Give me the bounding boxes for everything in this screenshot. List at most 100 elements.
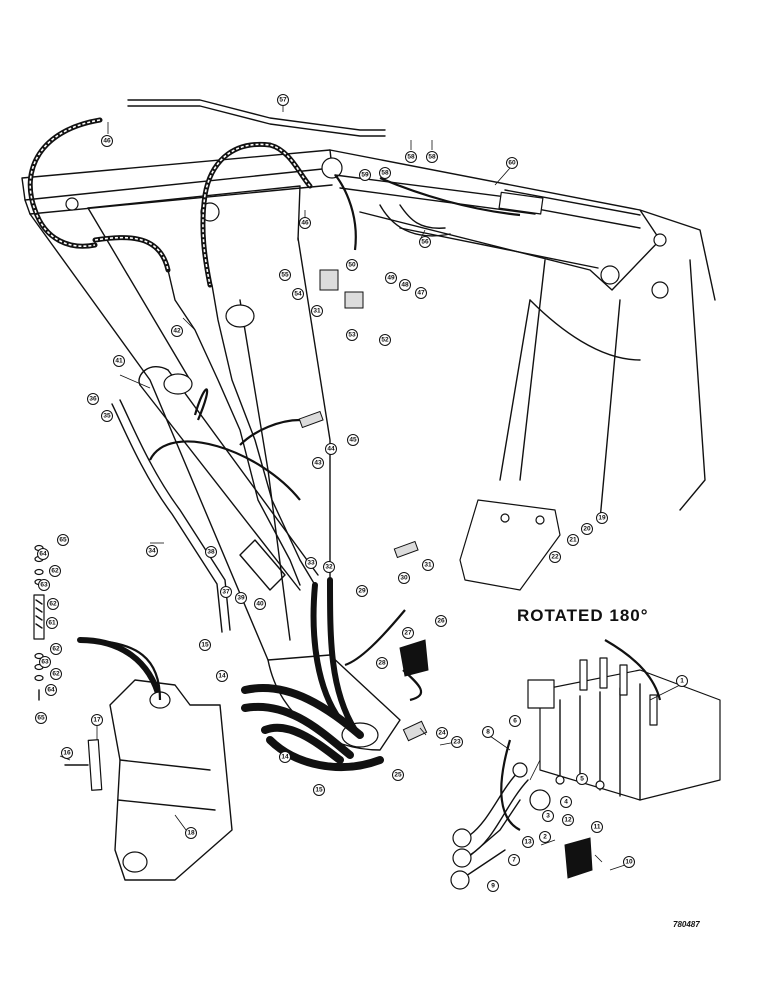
svg-text:62: 62 [49, 601, 57, 608]
svg-text:8: 8 [486, 729, 490, 736]
svg-text:13: 13 [524, 839, 532, 846]
tubes [111, 99, 451, 633]
callout-58c: 58 [426, 151, 438, 163]
svg-text:7: 7 [512, 857, 516, 864]
callout-8: 8 [482, 726, 494, 738]
callout-11: 11 [591, 821, 603, 833]
callout-33: 33 [305, 557, 317, 569]
callout-59: 59 [359, 169, 371, 181]
callout-21: 21 [567, 534, 579, 546]
svg-text:53: 53 [348, 332, 356, 339]
callout-63a: 63 [38, 579, 50, 591]
callout-62d: 62 [50, 668, 62, 680]
svg-text:38: 38 [207, 549, 215, 556]
callout-18: 18 [185, 827, 197, 839]
callout-61: 61 [46, 617, 58, 629]
callout-9: 9 [487, 880, 499, 892]
callout-41: 41 [113, 355, 125, 367]
svg-text:4: 4 [564, 799, 568, 806]
svg-text:46: 46 [103, 138, 111, 145]
callout-48: 48 [399, 279, 411, 291]
svg-text:31: 31 [313, 308, 321, 315]
svg-text:56: 56 [421, 239, 429, 246]
callout-50: 50 [346, 259, 358, 271]
callout-46b: 46 [299, 217, 311, 229]
svg-text:58: 58 [407, 154, 415, 161]
svg-text:17: 17 [93, 717, 101, 724]
callout-14b: 14 [279, 751, 291, 763]
callout-35: 35 [101, 410, 113, 422]
plate [298, 269, 561, 742]
callout-42: 42 [171, 325, 183, 337]
svg-text:46: 46 [301, 220, 309, 227]
svg-text:20: 20 [583, 526, 591, 533]
callout-38: 38 [205, 546, 217, 558]
svg-text:27: 27 [404, 630, 412, 637]
callout-58b: 58 [405, 151, 417, 163]
direction-arrows [79, 174, 662, 831]
svg-text:30: 30 [400, 575, 408, 582]
callout-29: 29 [356, 585, 368, 597]
svg-text:9: 9 [491, 883, 495, 890]
svg-text:19: 19 [598, 515, 606, 522]
svg-text:47: 47 [417, 290, 425, 297]
svg-text:24: 24 [438, 730, 446, 737]
svg-text:25: 25 [394, 772, 402, 779]
callout-23: 23 [451, 736, 463, 748]
callout-13: 13 [522, 836, 534, 848]
svg-text:16: 16 [63, 750, 71, 757]
callout-4: 4 [560, 796, 572, 808]
svg-text:14: 14 [218, 673, 226, 680]
callout-16: 16 [61, 747, 73, 759]
callout-46a: 46 [101, 135, 113, 147]
svg-text:6: 6 [513, 718, 517, 725]
callout-44: 44 [325, 443, 337, 455]
callout-22: 22 [549, 551, 561, 563]
callout-64b: 64 [45, 684, 57, 696]
svg-text:65: 65 [37, 715, 45, 722]
callout-62a: 62 [49, 565, 61, 577]
svg-text:33: 33 [307, 560, 315, 567]
svg-text:62: 62 [52, 671, 60, 678]
svg-text:35: 35 [103, 413, 111, 420]
svg-text:15: 15 [201, 642, 209, 649]
callout-54: 54 [292, 288, 304, 300]
svg-text:62: 62 [52, 646, 60, 653]
svg-text:48: 48 [401, 282, 409, 289]
svg-text:44: 44 [327, 446, 335, 453]
svg-text:11: 11 [594, 824, 601, 831]
svg-text:31: 31 [424, 562, 432, 569]
callout-37: 37 [220, 586, 232, 598]
callout-34: 34 [146, 545, 158, 557]
svg-text:29: 29 [358, 588, 366, 595]
callout-39: 39 [235, 592, 247, 604]
svg-text:60: 60 [508, 160, 516, 167]
svg-text:22: 22 [551, 554, 559, 561]
svg-text:34: 34 [148, 548, 156, 555]
callout-30: 30 [398, 572, 410, 584]
drawing-number: 780487 [673, 920, 700, 929]
callout-53: 53 [346, 329, 358, 341]
hose-clamps [399, 639, 593, 879]
svg-text:54: 54 [294, 291, 302, 298]
svg-text:55: 55 [281, 272, 289, 279]
svg-text:26: 26 [437, 618, 445, 625]
shim-stack [33, 544, 45, 701]
svg-text:58: 58 [381, 170, 389, 177]
callout-7: 7 [508, 854, 520, 866]
mounting-bracket [64, 679, 233, 881]
svg-text:21: 21 [569, 537, 577, 544]
svg-text:36: 36 [89, 396, 97, 403]
svg-text:65: 65 [59, 537, 67, 544]
svg-text:12: 12 [564, 817, 572, 824]
leader-lines [59, 102, 681, 871]
svg-text:23: 23 [453, 739, 461, 746]
callout-40: 40 [254, 598, 266, 610]
callout-62c: 62 [50, 643, 62, 655]
hoses [27, 117, 313, 288]
callout-58a: 58 [379, 167, 391, 179]
svg-text:3: 3 [546, 813, 550, 820]
callout-10: 10 [623, 856, 635, 868]
callout-64a: 64 [37, 548, 49, 560]
svg-text:59: 59 [361, 172, 369, 179]
